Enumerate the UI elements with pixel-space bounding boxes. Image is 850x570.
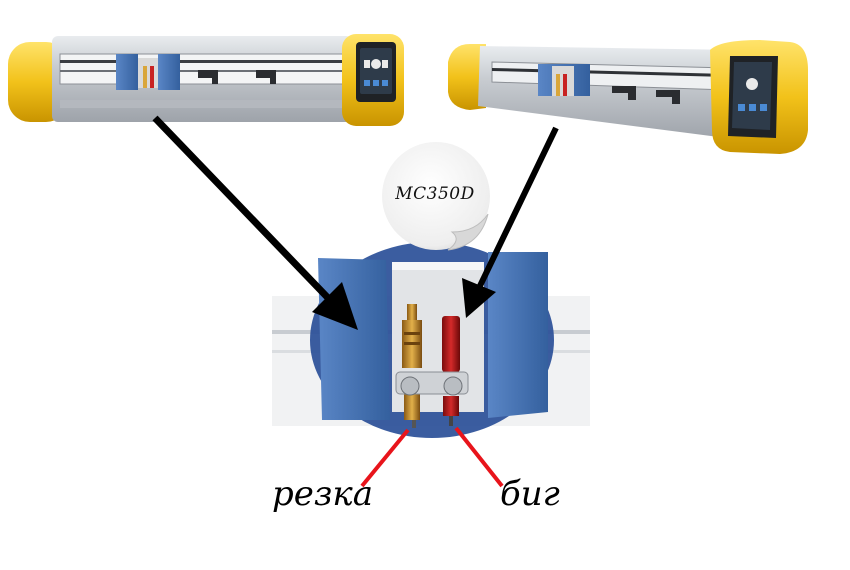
label-cut: резка — [272, 474, 374, 514]
model-badge-text: MC350D — [395, 184, 475, 204]
model-badge — [382, 142, 490, 251]
plotter-angled-image — [448, 40, 808, 154]
carriage-closeup-image — [272, 242, 590, 438]
callout-line-crease — [454, 426, 504, 488]
arrow-left — [152, 115, 358, 330]
arrow-right — [462, 126, 559, 318]
plotter-front-image — [8, 34, 404, 126]
callout-line-cut — [360, 428, 410, 488]
label-crease: биг — [500, 474, 560, 514]
